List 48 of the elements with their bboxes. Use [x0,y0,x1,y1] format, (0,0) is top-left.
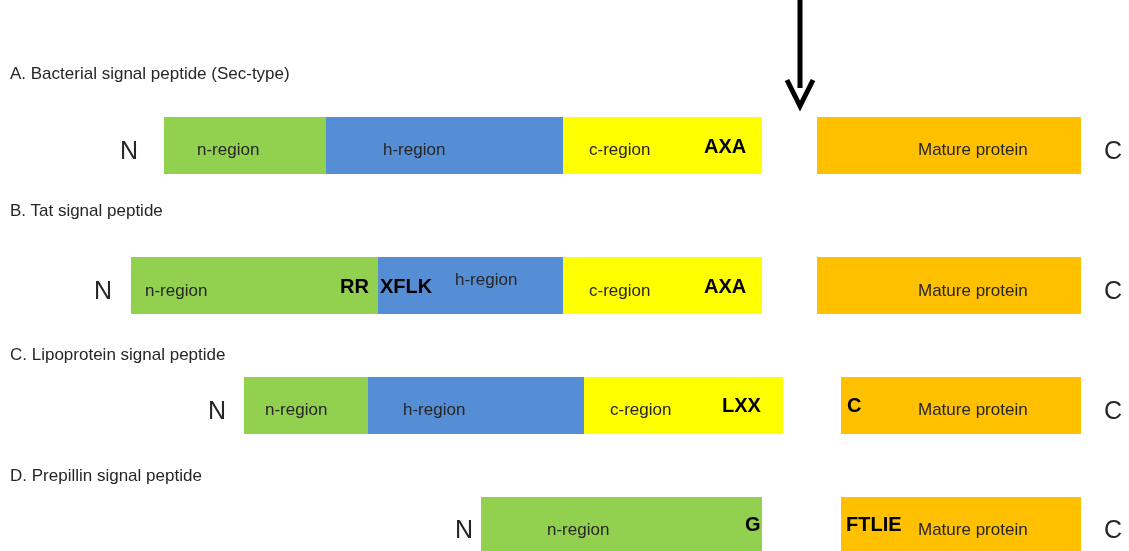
motif-label: LXX [722,393,761,417]
segment-label: h-region [383,139,446,161]
terminus-label: N [120,135,139,165]
row-title: D. Prepillin signal peptide [10,465,202,487]
terminus-label: C [1104,514,1123,544]
mature-protein-segment [817,257,1081,314]
segment-label: c-region [589,139,651,161]
motif-label: AXA [704,134,747,158]
row-title: B. Tat signal peptide [10,200,163,222]
motif-label: RR [340,274,369,298]
motif-label: C [847,393,862,417]
h-region-segment [368,377,584,434]
terminus-label: C [1104,135,1123,165]
n-region-segment [164,117,326,174]
motif-label: G [745,512,761,536]
mature-protein-segment [817,117,1081,174]
c-region-segment [584,377,783,434]
segment-label: Mature protein [918,139,1028,161]
mature-protein-segment [841,497,1081,551]
terminus-label: N [208,395,227,425]
segment-label: c-region [610,399,672,421]
segment-label: n-region [265,399,328,421]
segment-label: h-region [455,269,518,291]
c-region-segment [563,117,762,174]
segment-label: n-region [547,519,610,541]
c-region-segment [563,257,762,314]
terminus-label: N [94,275,113,305]
terminus-label: N [455,514,474,544]
segment-label: c-region [589,280,651,302]
segment-label: Mature protein [918,399,1028,421]
motif-label: XFLK [380,274,433,298]
segment-label: h-region [403,399,466,421]
row-title: C. Lipoprotein signal peptide [10,344,226,366]
row-title: A. Bacterial signal peptide (Sec-type) [10,63,290,85]
terminus-label: C [1104,395,1123,425]
segment-label: Mature protein [918,519,1028,541]
terminus-label: C [1104,275,1123,305]
h-region-segment [326,117,563,174]
motif-label: AXA [704,274,747,298]
mature-protein-segment [841,377,1081,434]
segment-label: Mature protein [918,280,1028,302]
segment-label: n-region [145,280,208,302]
segment-label: n-region [197,139,260,161]
n-region-segment [244,377,368,434]
n-region-segment [481,497,762,551]
h-region-segment [378,257,563,314]
motif-label: FTLIE [846,512,902,536]
n-region-segment [131,257,378,314]
